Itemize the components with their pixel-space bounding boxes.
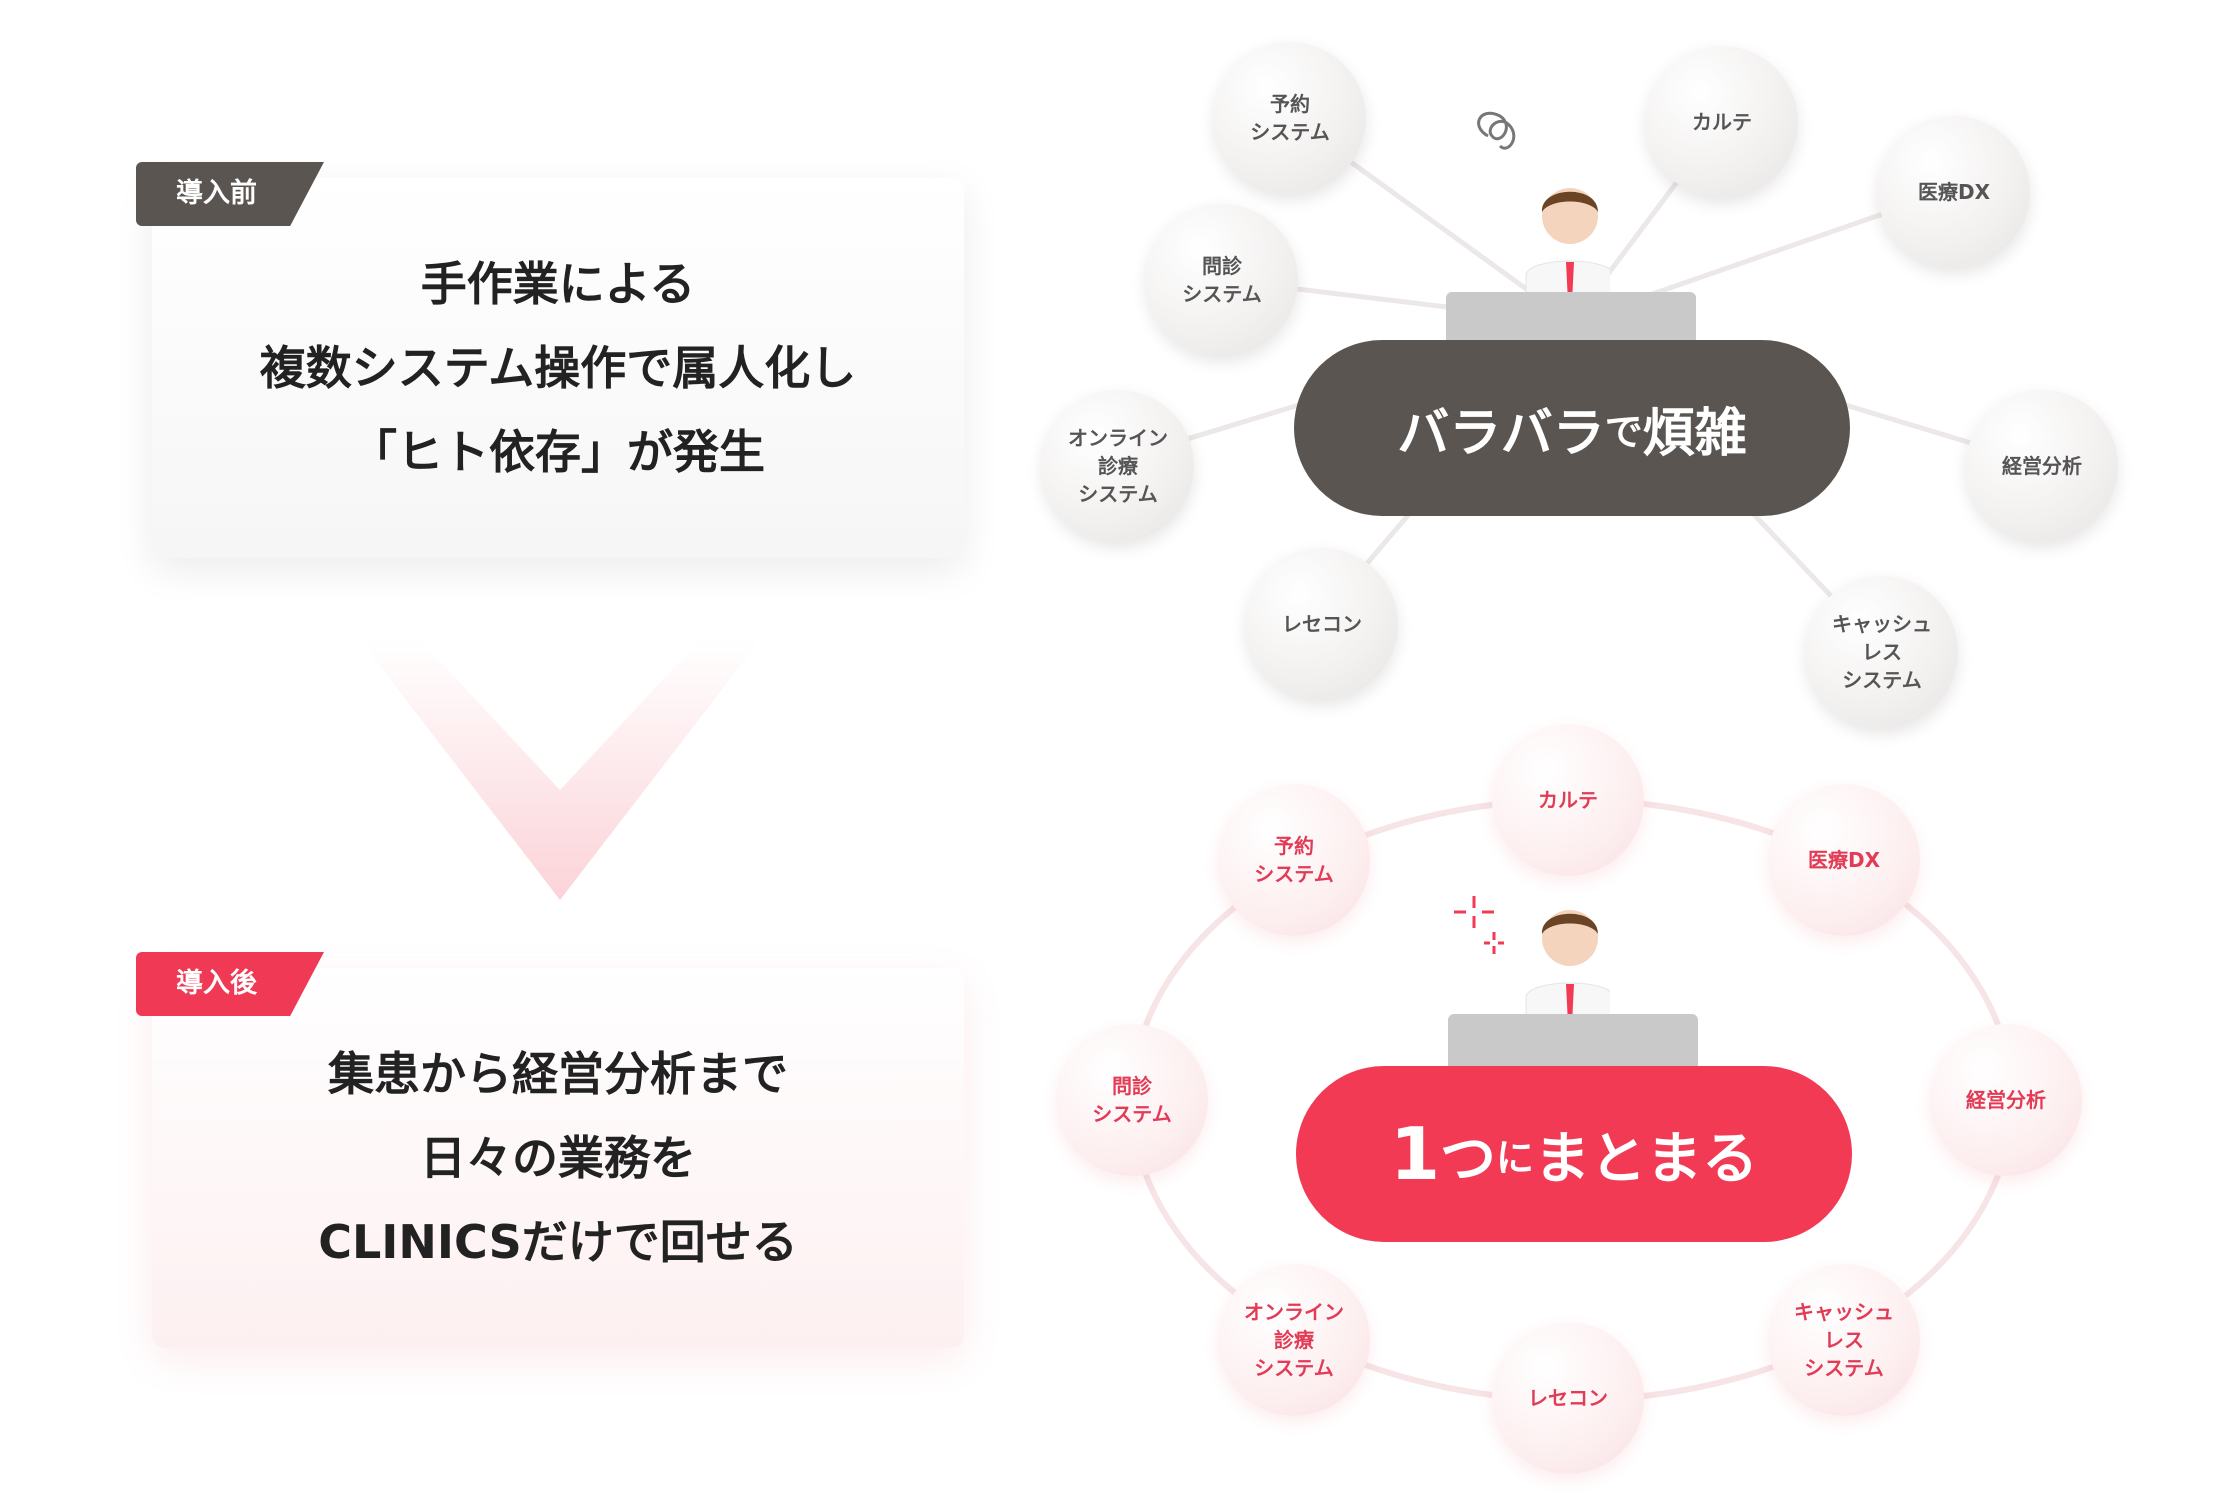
- after-line-3: CLINICSだけで回せる: [318, 1215, 798, 1269]
- bottom-node-reservation: 予約 システム: [1218, 784, 1370, 936]
- flow-down-arrow-icon: [360, 640, 760, 900]
- top-center-label-small: で: [1604, 409, 1643, 454]
- after-line-2: 日々の業務を: [420, 1131, 696, 1185]
- before-tag: 導入前: [136, 162, 324, 226]
- top-node-karte: カルテ: [1646, 46, 1798, 198]
- bottom-node-medical-dx: 医療DX: [1768, 784, 1920, 936]
- confused-doctor-icon: [1477, 111, 1610, 306]
- before-panel: 手作業による 複数システム操作で属人化し 「ヒト依存」が発生: [152, 178, 964, 558]
- bottom-node-questionnaire: 問診 システム: [1056, 1024, 1208, 1176]
- bottom-node-management: 経営分析: [1930, 1024, 2082, 1176]
- bottom-node-karte: カルテ: [1492, 724, 1644, 876]
- top-node-questionnaire: 問診 システム: [1146, 204, 1298, 356]
- top-node-medical-dx: 医療DX: [1878, 116, 2030, 268]
- bottom-node-cashless: キャッシュ レス システム: [1768, 1264, 1920, 1416]
- top-node-reservation: 予約 システム: [1214, 42, 1366, 194]
- bottom-center-pill: 1 つ に まとまる: [1296, 1066, 1852, 1242]
- bottom-node-online: オンライン 診療 システム: [1218, 1264, 1370, 1416]
- bottom-monitor: [1448, 1014, 1698, 1072]
- bottom-center-label-a: つ: [1440, 1126, 1497, 1192]
- top-center-label-b: 煩雑: [1642, 403, 1747, 464]
- after-tag: 導入後: [136, 952, 324, 1016]
- confusion-swirl-icon: [1477, 111, 1516, 150]
- top-node-cashless: キャッシュ レス システム: [1806, 576, 1958, 728]
- before-line-3: 「ヒト依存」が発生: [351, 425, 765, 479]
- bottom-center-label-b: まとまる: [1534, 1126, 1759, 1192]
- after-line-1: 集患から経営分析まで: [328, 1047, 788, 1101]
- happy-doctor-icon: [1454, 896, 1610, 1026]
- bottom-center-label-small: に: [1496, 1135, 1535, 1180]
- bottom-node-rececom: レセコン: [1492, 1322, 1644, 1474]
- sparkle-icon: [1454, 896, 1504, 954]
- before-line-2: 複数システム操作で属人化し: [259, 341, 857, 395]
- bottom-center-label-num: 1: [1389, 1112, 1441, 1196]
- top-center-label-a: バラバラ: [1397, 403, 1605, 464]
- before-line-1: 手作業による: [420, 257, 696, 311]
- top-node-management: 経営分析: [1966, 390, 2118, 542]
- top-node-online: オンライン 診療 システム: [1042, 390, 1194, 542]
- top-center-pill: バラバラ で 煩雑: [1294, 340, 1850, 516]
- top-node-rececom: レセコン: [1246, 548, 1398, 700]
- after-panel: 集患から経営分析まで 日々の業務を CLINICSだけで回せる: [152, 968, 964, 1348]
